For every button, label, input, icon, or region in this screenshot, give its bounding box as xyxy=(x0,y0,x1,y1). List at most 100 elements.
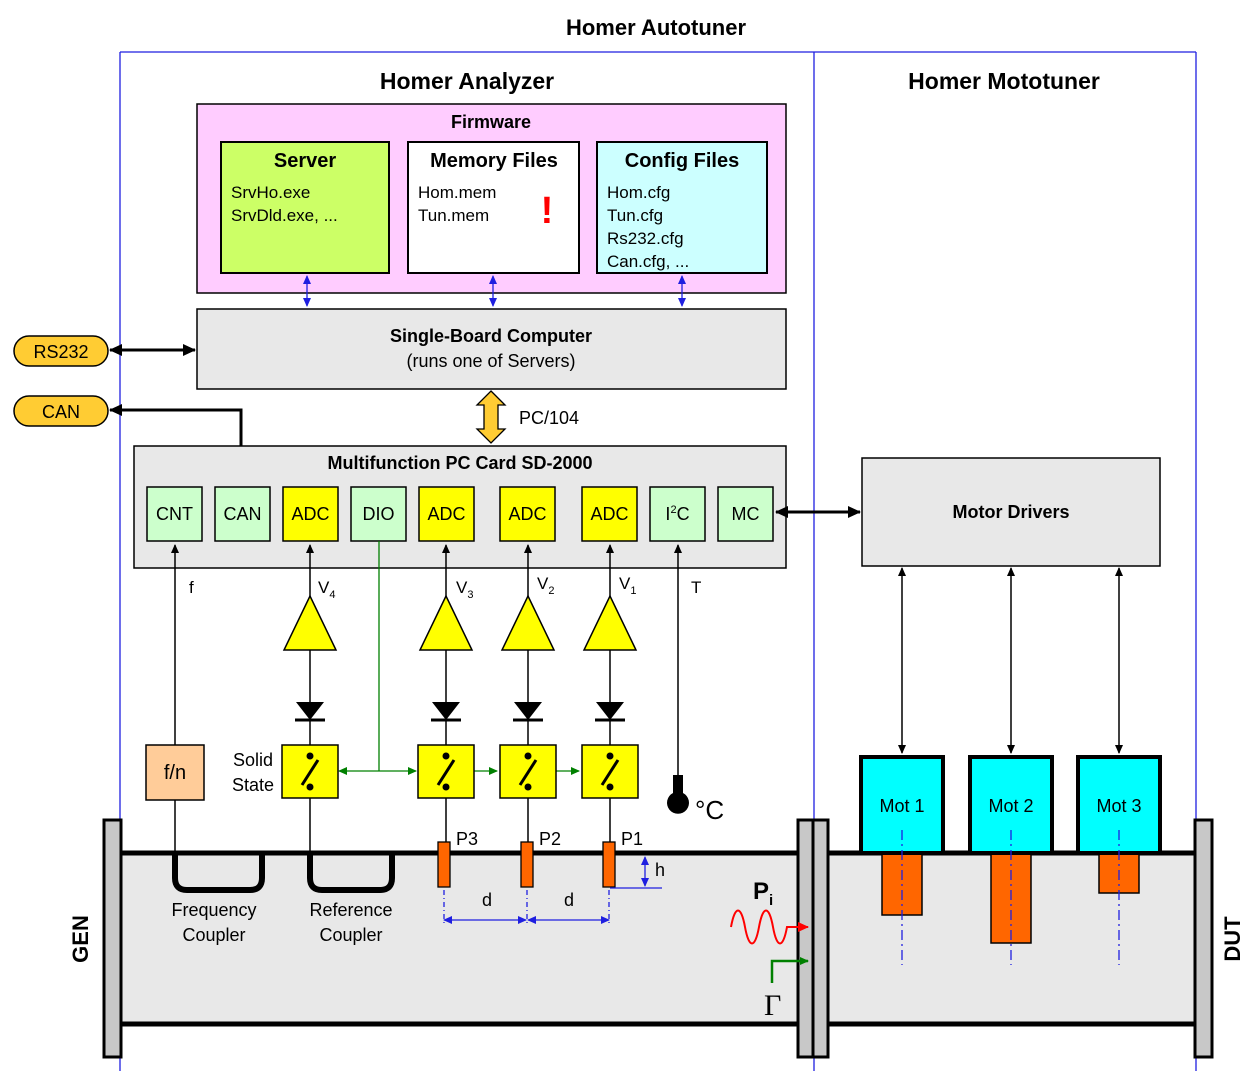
rs232-label: RS232 xyxy=(33,342,88,362)
card-module-label: MC xyxy=(732,504,760,524)
memory-file-1: Hom.mem xyxy=(418,183,496,202)
warning-mark: ! xyxy=(541,190,554,232)
signal-v3: V3 xyxy=(456,578,473,601)
incident-wave xyxy=(730,909,809,945)
card-module-label: ADC xyxy=(508,504,546,524)
dut-label: DUT xyxy=(1220,916,1245,962)
card-module-adc-2 xyxy=(282,486,339,542)
motor-3: Mot 3 xyxy=(1076,755,1162,965)
diode-icon xyxy=(596,702,624,720)
flange-mid-left xyxy=(796,818,815,1059)
sbc-subtitle: (runs one of Servers) xyxy=(406,351,575,371)
motor-label: Mot 1 xyxy=(879,796,924,816)
detector-chain-4 xyxy=(581,544,639,842)
dimension-marks xyxy=(443,856,662,925)
card-module-dio-3 xyxy=(350,486,407,542)
dio-control-line xyxy=(338,541,580,775)
motor-1: Mot 1 xyxy=(859,755,945,965)
probe-p2 xyxy=(520,841,534,888)
sbc-box xyxy=(196,308,787,390)
config-file-3: Rs232.cfg xyxy=(607,229,684,248)
rs232-port xyxy=(13,335,109,367)
thermometer-label: °C xyxy=(695,795,724,825)
memory-files-title: Memory Files xyxy=(430,150,558,172)
probe-label: P2 xyxy=(539,829,561,849)
divider-box xyxy=(145,744,205,801)
motor-drivers-label: Motor Drivers xyxy=(952,502,1069,522)
card-module-adc-5 xyxy=(499,486,556,542)
signal-v1: V1 xyxy=(619,574,636,597)
signal-t: T xyxy=(691,578,701,597)
gen-label: GEN xyxy=(68,915,93,963)
motor-label: Mot 2 xyxy=(988,796,1033,816)
card-module-adc-6 xyxy=(581,486,638,542)
probe-label: P3 xyxy=(456,829,478,849)
reflection-arrow xyxy=(770,957,809,983)
probe-label: P1 xyxy=(621,829,643,849)
mototuner-title: Homer Mototuner xyxy=(908,68,1100,94)
can-port-label: CAN xyxy=(42,402,80,422)
motor-body xyxy=(968,755,1054,855)
card-module-label: ADC xyxy=(291,504,329,524)
switch-label-2: State xyxy=(232,775,274,795)
sbc-title: Single-Board Computer xyxy=(390,326,592,346)
firmware-title: Firmware xyxy=(451,112,531,132)
card-module-mc-8 xyxy=(717,486,774,542)
dim-h: h xyxy=(655,860,665,880)
amplifier-triangle xyxy=(500,594,556,651)
reference-coupler-label-2: Coupler xyxy=(319,925,382,945)
detector-chain-3 xyxy=(499,544,557,842)
frequency-coupler-label-2: Coupler xyxy=(182,925,245,945)
config-file-4: Can.cfg, ... xyxy=(607,252,689,271)
thermometer-icon xyxy=(667,775,689,814)
dim-d-2: d xyxy=(564,890,574,910)
amplifier-triangle xyxy=(582,594,638,651)
motor-2: Mot 2 xyxy=(968,755,1054,965)
reference-coupler-label-1: Reference xyxy=(309,900,392,920)
frequency-coupler xyxy=(172,855,265,893)
frequency-coupler-label-1: Frequency xyxy=(171,900,256,920)
config-file-1: Hom.cfg xyxy=(607,183,670,202)
detector-chain-1 xyxy=(281,544,339,858)
memory-file-2: Tun.mem xyxy=(418,206,489,225)
card-module-cnt-0 xyxy=(146,486,203,542)
signal-f: f xyxy=(189,578,194,597)
memory-files-box xyxy=(407,141,580,274)
amplifier-triangle xyxy=(418,594,474,651)
config-file-2: Tun.cfg xyxy=(607,206,663,225)
signal-v2: V2 xyxy=(537,574,554,597)
reference-coupler xyxy=(307,855,395,893)
signal-v4: V4 xyxy=(318,578,335,601)
card-module-can-1 xyxy=(214,486,271,542)
probe-p3 xyxy=(437,841,451,888)
flange-gen xyxy=(102,818,123,1059)
config-files-box xyxy=(596,141,768,274)
divider-label: f/n xyxy=(164,762,186,784)
config-files-title: Config Files xyxy=(625,150,739,172)
pc104-bus-arrow xyxy=(475,390,507,444)
flange-mid-right xyxy=(811,818,830,1059)
server-file-1: SrvHo.exe xyxy=(231,183,310,202)
diagram-title: Homer Autotuner xyxy=(566,15,747,40)
card-module-label: ADC xyxy=(590,504,628,524)
diode-icon xyxy=(296,702,324,720)
detector-chains xyxy=(281,544,639,858)
card-module-adc-4 xyxy=(418,486,475,542)
diode-icon xyxy=(514,702,542,720)
motor-drivers-box xyxy=(861,457,1161,567)
amplifier-triangle xyxy=(282,594,338,651)
reflection-label: Γ xyxy=(764,989,781,1022)
can-port xyxy=(13,395,109,427)
line-section-analyzer xyxy=(117,850,807,1027)
switch-label-1: Solid xyxy=(233,750,273,770)
server-title: Server xyxy=(274,150,336,172)
driver-motor-arrows xyxy=(898,567,1123,754)
diode-icon xyxy=(432,702,460,720)
card-module-label: ADC xyxy=(427,504,465,524)
motors: Mot 1 Mot 2 Mot 3 xyxy=(859,755,1162,965)
flange-dut xyxy=(1193,818,1214,1059)
detector-chain-2 xyxy=(417,544,475,842)
probe-p1 xyxy=(602,841,616,888)
